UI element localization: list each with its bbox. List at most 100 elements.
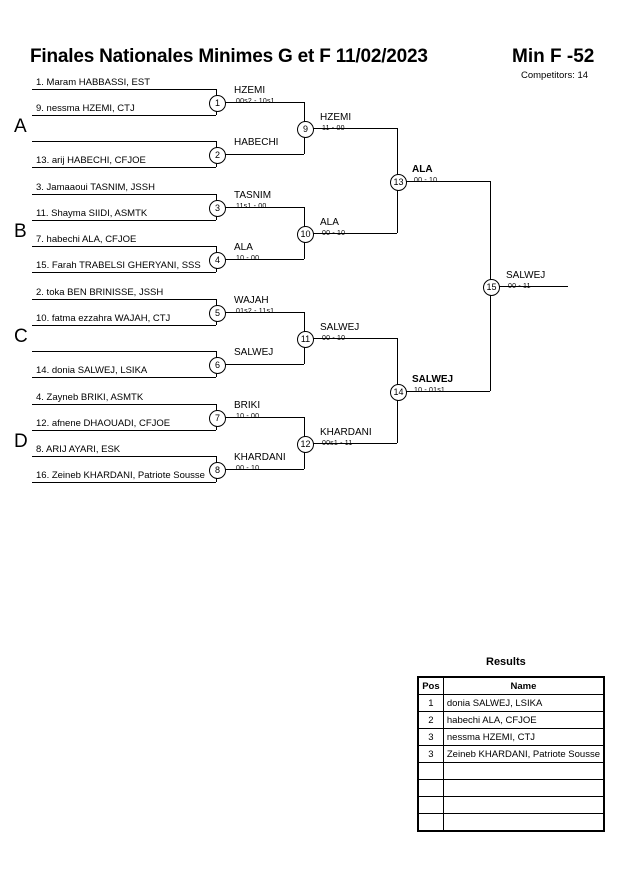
player-line-16 (32, 482, 216, 483)
match-score-13: 00 - 10 (414, 177, 437, 185)
match-winner-6: SALWEJ (234, 347, 274, 358)
match-score-15: 00 - 11 (508, 283, 531, 291)
table-row[interactable]: 2 habechi ALA, CFJOE (417, 711, 605, 729)
match-number-5[interactable]: 5 (209, 305, 226, 322)
competitors-count: Competitors: 14 (521, 70, 589, 81)
match-number-6[interactable]: 6 (209, 357, 226, 374)
match-number-1[interactable]: 1 (209, 95, 226, 112)
match-number-2[interactable]: 2 (209, 147, 226, 164)
group-letter-d: D (14, 431, 28, 452)
player-slot-4: 13. arij HABECHI, CFJOE (36, 155, 146, 166)
results-col-pos: Pos (417, 676, 444, 695)
match-line-6 (224, 364, 304, 365)
table-row[interactable] (417, 796, 605, 814)
player-line-11 (32, 351, 216, 352)
match-number-4[interactable]: 4 (209, 252, 226, 269)
page-title: Finales Nationales Minimes G et F 11/02/… (30, 46, 428, 67)
result-name (442, 762, 605, 780)
player-line-6 (32, 220, 216, 221)
match-line-3 (224, 207, 304, 208)
player-line-14 (32, 430, 216, 431)
player-line-9 (32, 299, 216, 300)
category-title: Min F -52 (512, 46, 595, 67)
result-name: nessma HZEMI, CTJ (442, 728, 605, 746)
player-slot-14: 12. afnene DHAOUADI, CFJOE (36, 418, 171, 429)
player-line-12 (32, 377, 216, 378)
player-line-1 (32, 89, 216, 90)
match-line-7 (224, 417, 304, 418)
match-line-5 (224, 312, 304, 313)
table-row[interactable]: 3 nessma HZEMI, CTJ (417, 728, 605, 746)
result-pos: 3 (417, 728, 444, 746)
player-line-5 (32, 194, 216, 195)
player-slot-16: 16. Zeineb KHARDANI, Patriote Sousse (36, 470, 205, 481)
group-letter-b: B (14, 221, 27, 242)
match-line-12 (312, 443, 397, 444)
match-number-9[interactable]: 9 (297, 121, 314, 138)
player-slot-15: 8. ARIJ AYARI, ESK (36, 444, 121, 455)
match-score-11: 00 - 10 (322, 335, 345, 343)
match-winner-13: ALA (412, 164, 433, 175)
player-slot-7: 7. habechi ALA, CFJOE (36, 234, 137, 245)
match-winner-1: HZEMI (234, 85, 266, 96)
match-score-12: 00s1 - 11 (322, 440, 352, 448)
match-number-3[interactable]: 3 (209, 200, 226, 217)
result-name (442, 779, 605, 797)
match-winner-7: BRIKI (234, 400, 261, 411)
match-line-10 (312, 233, 397, 234)
match-score-8: 00 - 10 (236, 465, 259, 473)
result-pos (417, 796, 444, 814)
result-pos (417, 762, 444, 780)
result-name (442, 813, 605, 832)
match-number-10[interactable]: 10 (297, 226, 314, 243)
table-row[interactable]: 3 Zeineb KHARDANI, Patriote Sousse (417, 745, 605, 763)
player-line-15 (32, 456, 216, 457)
match-winner-15: SALWEJ (506, 270, 546, 281)
match-number-11[interactable]: 11 (297, 331, 314, 348)
match-number-13[interactable]: 13 (390, 174, 407, 191)
match-winner-10: ALA (320, 217, 339, 228)
result-name: Zeineb KHARDANI, Patriote Sousse (442, 745, 605, 763)
result-name: donia SALWEJ, LSIKA (442, 694, 605, 712)
match-number-14[interactable]: 14 (390, 384, 407, 401)
match-line-1 (224, 102, 304, 103)
match-line-9 (312, 128, 397, 129)
player-slot-8: 15. Farah TRABELSI GHERYANI, SSS (36, 260, 201, 271)
match-score-14: 10 - 01s1 (414, 387, 445, 395)
match-winner-3: TASNIM (234, 190, 272, 201)
result-pos: 2 (417, 711, 444, 729)
result-pos: 3 (417, 745, 444, 763)
group-letter-a: A (14, 116, 27, 137)
player-line-13 (32, 404, 216, 405)
table-row[interactable]: 1 donia SALWEJ, LSIKA (417, 694, 605, 712)
result-pos: 1 (417, 694, 444, 712)
result-name (442, 796, 605, 814)
player-slot-1: 1. Maram HABBASSI, EST (36, 77, 151, 88)
match-winner-8: KHARDANI (234, 452, 286, 463)
match-number-12[interactable]: 12 (297, 436, 314, 453)
match-number-15[interactable]: 15 (483, 279, 500, 296)
match-number-7[interactable]: 7 (209, 410, 226, 427)
player-line-8 (32, 272, 216, 273)
match-line-14 (405, 391, 490, 392)
match-score-10: 00 - 10 (322, 230, 345, 238)
player-slot-10: 10. fatma ezzahra WAJAH, CTJ (36, 313, 171, 324)
result-pos (417, 813, 444, 832)
match-number-8[interactable]: 8 (209, 462, 226, 479)
table-row[interactable] (417, 813, 605, 832)
player-slot-9: 2. toka BEN BRINISSE, JSSH (36, 287, 164, 298)
match-winner-2: HABECHI (234, 137, 279, 148)
player-line-4 (32, 167, 216, 168)
match-line-11 (312, 338, 397, 339)
match-line-2 (224, 154, 304, 155)
match-winner-14: SALWEJ (412, 374, 454, 385)
match-score-7: 10 - 00 (236, 413, 259, 421)
table-row[interactable] (417, 762, 605, 780)
player-line-10 (32, 325, 216, 326)
match-winner-11: SALWEJ (320, 322, 360, 333)
results-table: Pos Name 1 donia SALWEJ, LSIKA 2 habechi… (417, 676, 605, 832)
match-score-3: 11s1 - 00 (236, 203, 266, 211)
table-row[interactable] (417, 779, 605, 797)
match-score-1: 00s2 - 10s1 (236, 98, 275, 106)
